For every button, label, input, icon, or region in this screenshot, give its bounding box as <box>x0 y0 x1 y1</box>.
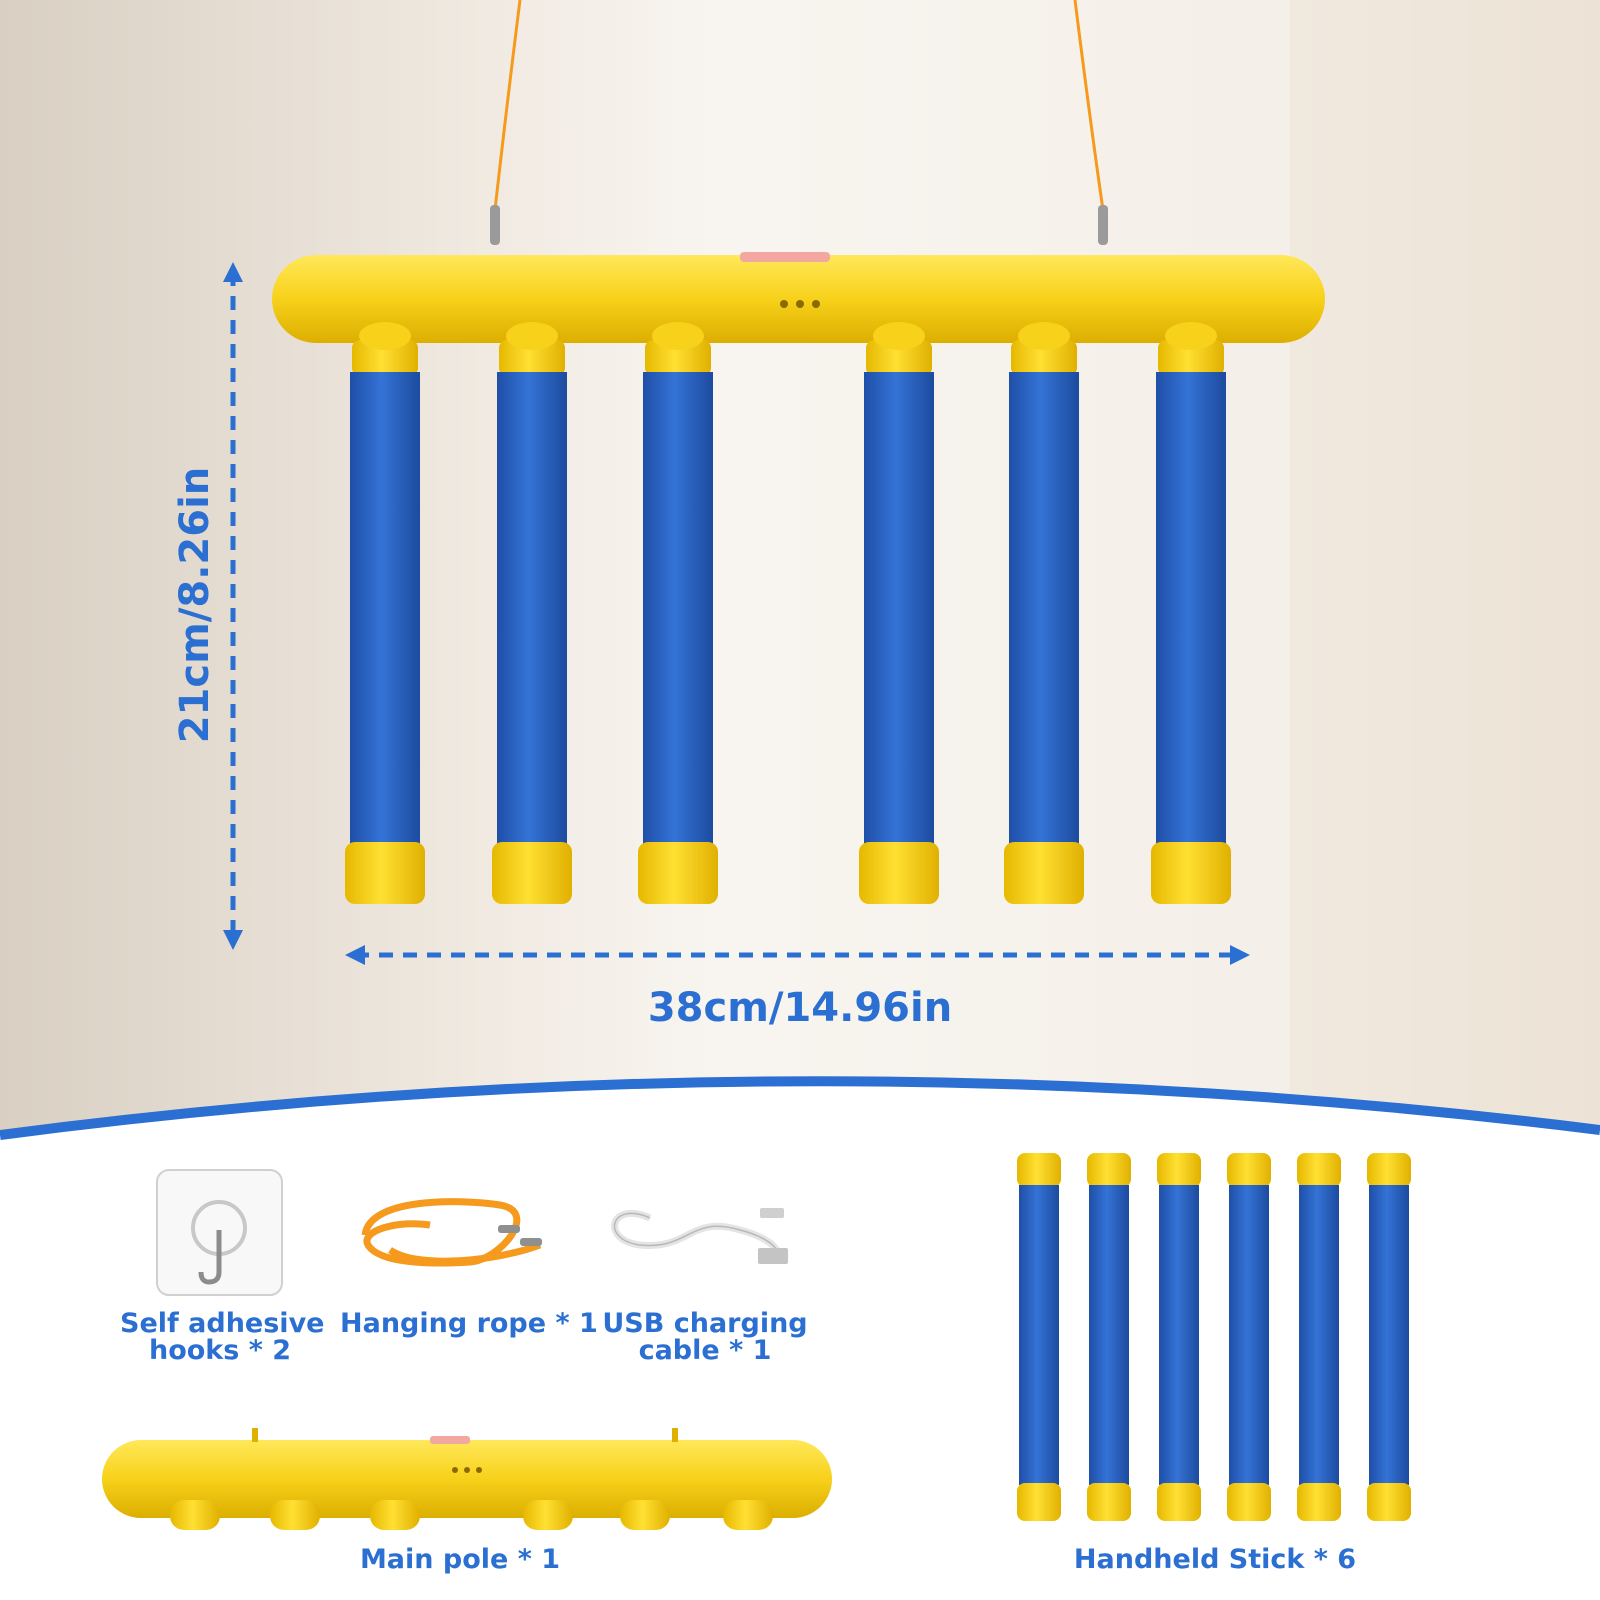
adhesive-hook-icon <box>156 1169 283 1296</box>
pole-socket <box>170 1500 220 1530</box>
main-pole-label: Main pole * 1 <box>359 1544 561 1575</box>
accessory-label-usb-cable: USB charging cable * 1 <box>602 1308 808 1366</box>
pole-socket <box>270 1500 320 1530</box>
handheld-stick <box>1157 1153 1201 1521</box>
rope-icon <box>361 1198 542 1267</box>
hanging-stick <box>492 322 572 904</box>
pole-socket <box>523 1500 573 1530</box>
main-pole-icon <box>102 1428 832 1530</box>
height-dimension-label: 21cm/8.26in <box>172 466 218 744</box>
accessory-label-hooks: Self adhesive hooks * 2 <box>120 1308 325 1366</box>
hanging-sticks <box>345 322 1231 904</box>
handheld-sticks-icon <box>1017 1153 1411 1521</box>
panel-divider-curve <box>0 1076 1600 1140</box>
hanging-stick <box>859 322 939 904</box>
handheld-stick <box>1297 1153 1341 1521</box>
width-dimension-label: 38cm/14.96in <box>647 985 953 1031</box>
accessory-label-rope: Hanging rope * 1 <box>340 1308 598 1339</box>
handheld-stick-label: Handheld Stick * 6 <box>1073 1544 1357 1575</box>
handheld-stick <box>1227 1153 1271 1521</box>
main-pole-assembly <box>272 252 1325 343</box>
pole-socket <box>370 1500 420 1530</box>
hanging-stick <box>345 322 425 904</box>
handheld-stick <box>1367 1153 1411 1521</box>
hanging-rope <box>490 0 1108 245</box>
handheld-stick <box>1087 1153 1131 1521</box>
pole-socket <box>620 1500 670 1530</box>
usb-cable-icon <box>611 1208 788 1264</box>
hanging-stick <box>638 322 718 904</box>
handheld-stick <box>1017 1153 1061 1521</box>
hanging-stick <box>1004 322 1084 904</box>
hanging-stick <box>1151 322 1231 904</box>
pole-socket <box>723 1500 773 1530</box>
